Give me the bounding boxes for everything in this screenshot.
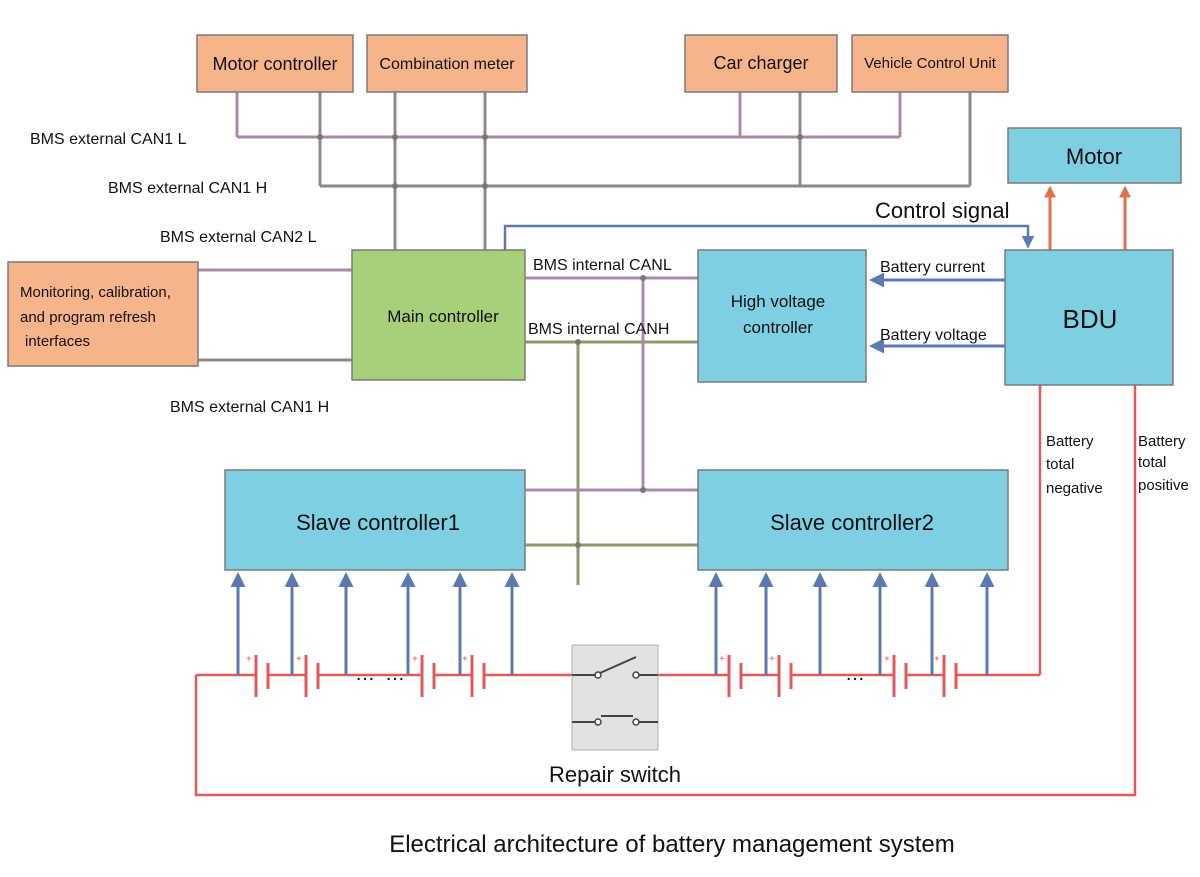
battery-current-label: Battery current [880, 259, 985, 276]
motor-label: Motor [1066, 144, 1122, 169]
battery-cell-icon: + [246, 654, 270, 697]
junction-dot [392, 134, 398, 140]
switch-contact [632, 671, 640, 679]
battery-cell-icon: + [296, 654, 320, 697]
cell-ellipsis-left: … [355, 663, 375, 685]
bus-junction-dots [317, 134, 803, 189]
switch-contact [594, 671, 602, 679]
motor-box: Motor [1007, 127, 1182, 184]
battery-total-negative-line3: negative [1046, 480, 1103, 497]
cell-ellipsis-right: … [845, 663, 865, 685]
high-voltage-controller-label-line1: High voltage [731, 292, 826, 311]
car-charger-box: Car charger [684, 34, 838, 93]
cell-polarity-mark: + [246, 654, 252, 665]
junction-dot [482, 134, 488, 140]
slave-controller-1-label: Slave controller1 [296, 510, 460, 535]
junction-dot [575, 542, 581, 548]
vehicle-control-unit-box: Vehicle Control Unit [851, 34, 1009, 93]
cell-sense-arrows [230, 572, 995, 675]
battery-cell-icon: + [412, 654, 436, 697]
repair-switch-label: Repair switch [549, 762, 681, 787]
total-positive-loop [194, 385, 1137, 797]
junction-dot [317, 134, 323, 140]
cell-polarity-mark: + [462, 654, 468, 665]
car-charger-label: Car charger [713, 53, 808, 73]
battery-cell-icon: + [884, 654, 908, 697]
combination-meter-box: Combination meter [366, 34, 528, 93]
high-voltage-controller-label-line2: controller [743, 318, 813, 337]
can2-l-label: BMS external CAN2 L [160, 229, 317, 246]
control-signal-label: Control signal [875, 198, 1010, 223]
motor-controller-label: Motor controller [212, 54, 337, 74]
battery-total-negative-line1: Battery [1046, 433, 1094, 450]
cell-polarity-mark: + [769, 654, 775, 665]
battery-cell-icon: + [934, 654, 958, 697]
internal-can-lines [525, 276, 698, 585]
battery-cell-icon: + [462, 654, 486, 697]
battery-voltage-label: Battery voltage [880, 327, 987, 344]
junction-dot [575, 339, 581, 345]
slave-controller-2-label: Slave controller2 [770, 510, 934, 535]
slave-controller-1-box: Slave controller1 [224, 469, 526, 571]
battery-cell-icon: + [719, 654, 743, 697]
internal-canh-label: BMS internal CANH [528, 321, 669, 338]
can1-l-label: BMS external CAN1 L [30, 131, 187, 148]
cell-ellipsis-left-2: … [385, 663, 405, 685]
cell-polarity-mark: + [884, 654, 890, 665]
external-can-bus-lines [198, 92, 972, 362]
battery-power-lines [194, 385, 1137, 797]
battery-cell-icon: + [769, 654, 793, 697]
motor-controller-box: Motor controller [196, 34, 354, 93]
junction-dot [392, 183, 398, 189]
bdu-box: BDU [1004, 249, 1174, 386]
battery-total-positive-line1: Battery [1138, 433, 1186, 450]
can1-h-bottom-label: BMS external CAN1 H [170, 399, 329, 416]
slave-controller-2-box: Slave controller2 [697, 469, 1009, 571]
cell-polarity-mark: + [719, 654, 725, 665]
repair-switch: Repair switch [549, 644, 681, 787]
vehicle-control-unit-label: Vehicle Control Unit [864, 55, 997, 72]
main-controller-box: Main controller [351, 249, 526, 381]
diagram-caption: Electrical architecture of battery manag… [389, 831, 955, 858]
junction-dot [797, 134, 803, 140]
internal-junction-dots [575, 275, 646, 548]
cell-polarity-mark: + [412, 654, 418, 665]
monitoring-label-line1: Monitoring, calibration, [20, 284, 171, 301]
cell-polarity-mark: + [296, 654, 302, 665]
battery-cells: + + + + + + + + [246, 654, 958, 697]
junction-dot [640, 275, 646, 281]
monitoring-label-line2: and program refresh [20, 309, 156, 326]
cell-polarity-mark: + [934, 654, 940, 665]
switch-blade [599, 656, 637, 674]
battery-total-positive-line2: total [1138, 454, 1166, 471]
switch-contact [632, 718, 640, 726]
internal-canl-label: BMS internal CANL [533, 257, 672, 274]
junction-dot [482, 183, 488, 189]
battery-total-negative-line2: total [1046, 456, 1074, 473]
switch-contact [594, 718, 602, 726]
monitoring-interfaces-box: Monitoring, calibration, and program ref… [7, 261, 199, 367]
main-controller-label: Main controller [387, 307, 499, 326]
control-signal-arrow [503, 224, 1035, 250]
high-voltage-controller-box: High voltage controller [697, 249, 867, 383]
combination-meter-label: Combination meter [379, 56, 515, 73]
bdu-label: BDU [1063, 304, 1118, 334]
repair-switch-body [571, 644, 659, 751]
can1-h-top-label: BMS external CAN1 H [108, 180, 267, 197]
battery-total-positive-line3: positive [1138, 477, 1189, 494]
monitoring-label-line3: interfaces [25, 333, 90, 350]
junction-dot [640, 487, 646, 493]
